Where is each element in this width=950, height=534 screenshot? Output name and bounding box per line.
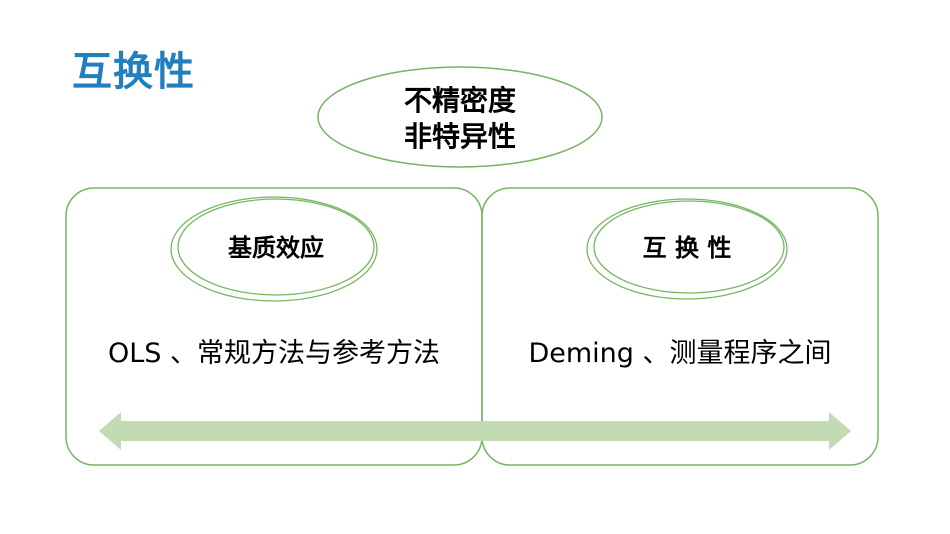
slide-title: 互换性: [72, 48, 195, 95]
right-bubble: [586, 198, 788, 300]
right-bubble-label: 互 换 性: [642, 234, 732, 262]
left-bubble-label: 基质效应: [228, 234, 324, 262]
top-ellipse: [317, 66, 603, 168]
right-panel: [481, 187, 879, 466]
left-panel-text: OLS 、常规方法与参考方法: [107, 338, 440, 369]
left-bubble: [170, 196, 378, 302]
top-bubble-line2: 非特异性: [403, 120, 516, 153]
right-panel-text: Deming 、测量程序之间: [528, 338, 832, 369]
double-arrow: [99, 412, 851, 450]
top-bubble-line1: 不精密度: [403, 84, 516, 117]
